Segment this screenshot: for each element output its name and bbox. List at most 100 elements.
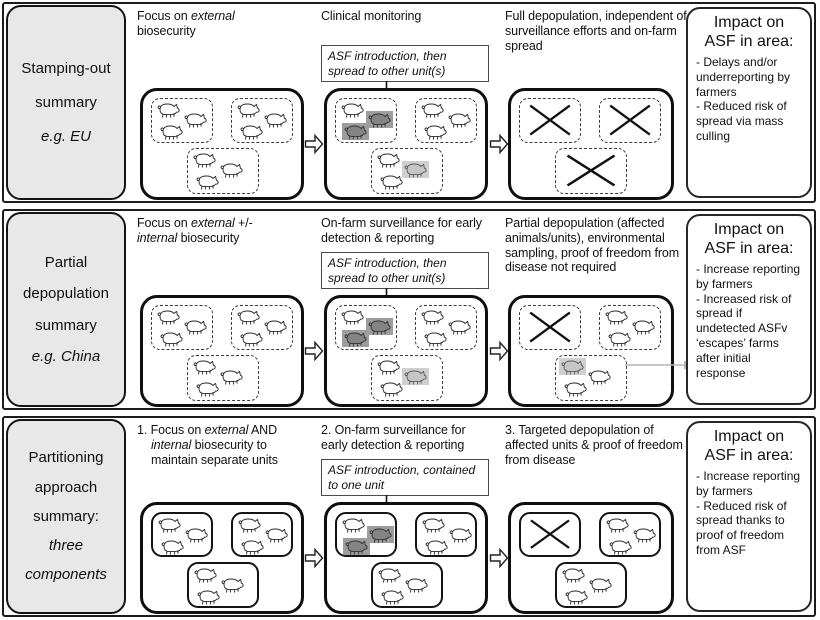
block-arrow-right-icon	[304, 339, 324, 363]
pig-icon	[419, 308, 446, 325]
farm-outbreak	[324, 295, 488, 407]
depopulated-unit	[599, 98, 661, 143]
pig-unit	[415, 512, 477, 557]
pig-unit	[599, 305, 661, 350]
pig-icon	[182, 111, 209, 128]
infected-pig-icon	[342, 330, 369, 347]
farm-response	[508, 88, 674, 200]
step-header-biosecurity: 1. Focus on external AND internal biosec…	[137, 423, 278, 467]
pig-unit	[151, 98, 213, 143]
pig-icon	[182, 318, 209, 335]
pig-icon	[235, 101, 262, 118]
escape-arrow-icon	[625, 358, 695, 370]
pig-icon	[403, 576, 430, 593]
pig-icon	[238, 330, 265, 347]
pig-icon	[419, 101, 446, 118]
depopulated-unit	[519, 98, 581, 143]
pig-icon	[219, 576, 246, 593]
x-mark-icon	[530, 519, 570, 549]
pig-icon	[586, 368, 613, 385]
step-header-surveillance: 2. On-farm surveillance for early detect…	[321, 423, 466, 452]
pig-icon	[379, 588, 406, 605]
pig-unit	[371, 355, 443, 401]
pig-unit	[231, 512, 293, 557]
pig-icon	[378, 380, 405, 397]
farm-response	[508, 502, 674, 614]
depopulated-unit	[519, 305, 581, 350]
farm-initial	[140, 295, 304, 407]
block-arrow-right-icon	[304, 546, 324, 570]
block-arrow-right-icon	[489, 339, 509, 363]
pig-unit	[231, 305, 293, 350]
pig-icon	[239, 538, 266, 555]
step-header-biosecurity: Focus on external biosecurity	[137, 9, 235, 38]
pig-icon	[262, 318, 289, 335]
pig-icon	[447, 526, 474, 543]
pig-icon	[218, 161, 245, 178]
pig-icon	[339, 308, 366, 325]
farm-response	[508, 295, 674, 407]
asf-introduction-callout: ASF introduction, then spread to other u…	[321, 252, 489, 290]
pig-icon	[194, 380, 221, 397]
pig-icon	[560, 566, 587, 583]
pig-icon	[563, 588, 590, 605]
infected-pig-icon	[342, 123, 369, 140]
pig-icon	[607, 538, 634, 555]
pig-icon	[562, 380, 589, 397]
pig-icon	[340, 516, 367, 533]
depopulated-unit	[519, 512, 581, 557]
infected-pig-icon	[367, 526, 394, 543]
pig-icon	[375, 151, 402, 168]
asf-introduction-callout: ASF introduction, then spread to other u…	[321, 45, 489, 83]
impact-bullets: - Increase reporting by farmers- Reduced…	[696, 468, 801, 558]
pig-icon	[375, 358, 402, 375]
pig-icon	[183, 526, 210, 543]
pig-unit	[335, 98, 397, 143]
pig-unit	[555, 562, 627, 608]
pig-icon	[603, 308, 630, 325]
pig-icon	[191, 358, 218, 375]
asf-introduction-callout: ASF introduction, contained to one unit	[321, 459, 489, 497]
impact-bullets: - Delays and/or underreporting by farmer…	[696, 54, 791, 144]
pig-icon	[158, 330, 185, 347]
pig-icon	[606, 330, 633, 347]
pig-icon	[156, 516, 183, 533]
step-header-response: Partial depopulation (affected animals/u…	[505, 216, 680, 275]
farm-initial	[140, 88, 304, 200]
pig-icon	[155, 308, 182, 325]
pig-unit	[371, 148, 443, 194]
pig-icon	[262, 111, 289, 128]
step-header-biosecurity: Focus on external +/- internal biosecuri…	[137, 216, 253, 245]
pig-icon	[604, 516, 631, 533]
x-mark-icon	[529, 104, 571, 136]
pig-icon	[194, 173, 221, 190]
depopulated-unit	[555, 148, 627, 194]
pig-unit	[187, 355, 259, 401]
farm-initial	[140, 502, 304, 614]
pig-icon	[446, 318, 473, 335]
pig-icon	[376, 566, 403, 583]
pig-icon	[236, 516, 263, 533]
pig-icon	[422, 123, 449, 140]
spread-pig-icon	[402, 368, 429, 385]
pig-icon	[422, 330, 449, 347]
pig-icon	[159, 538, 186, 555]
x-mark-icon	[566, 154, 616, 187]
pig-icon	[339, 101, 366, 118]
pig-unit	[187, 562, 259, 608]
pig-icon	[238, 123, 265, 140]
pig-unit	[151, 512, 213, 557]
pig-icon	[630, 318, 657, 335]
step-header-response: Full depopulation, independent of survei…	[505, 9, 687, 53]
infected-pig-icon	[343, 538, 370, 555]
pig-icon	[218, 368, 245, 385]
